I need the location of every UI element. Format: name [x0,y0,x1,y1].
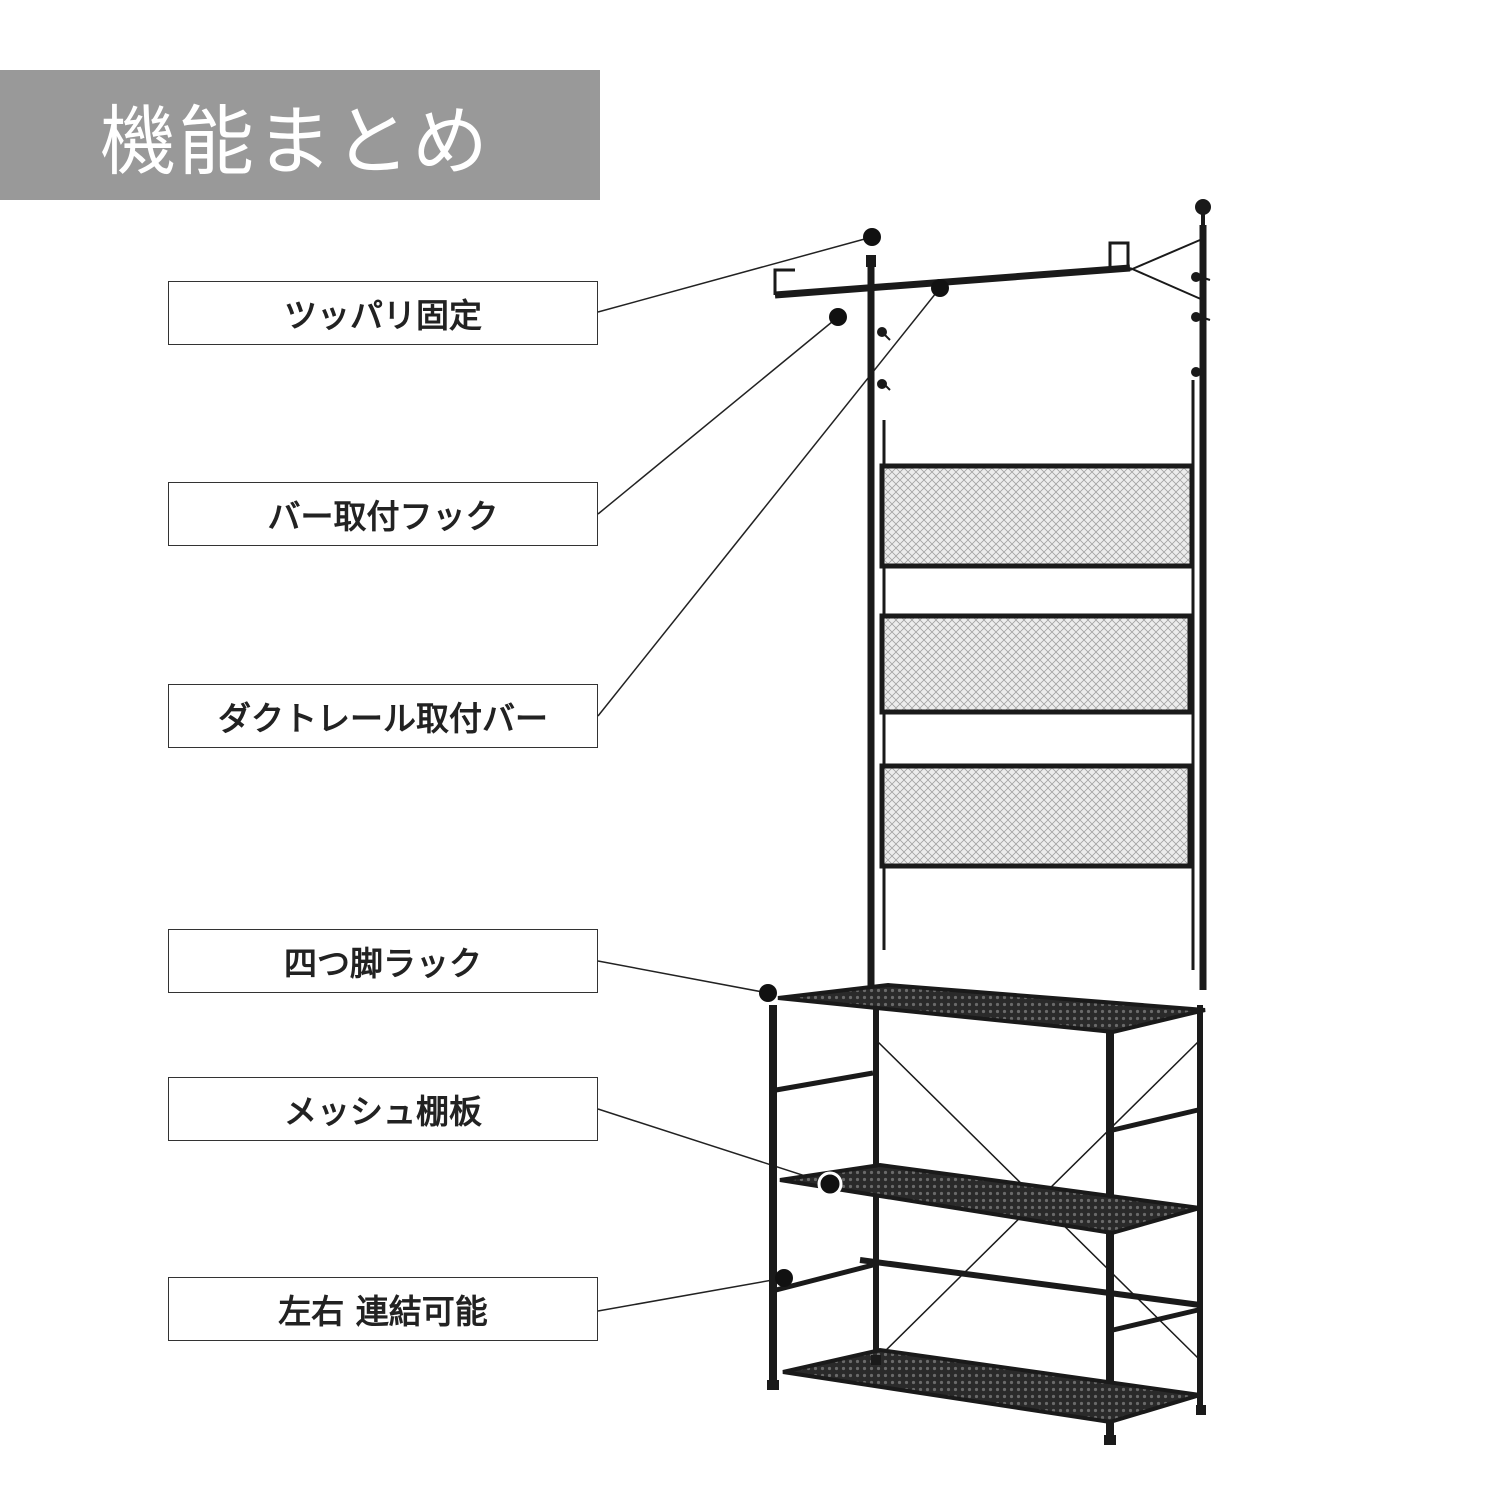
mesh-shelves [777,982,1206,1425]
pole-knobs [866,199,1211,389]
leader-bar-hook [597,316,839,515]
leader-dots [759,228,949,1287]
label-four-leg-rack: 四つ脚ラック [168,929,598,993]
leader-tension-fix [597,236,873,313]
leader-side-connect [597,1277,785,1312]
label-duct-rail-bar: ダクトレール取付バー [168,684,598,748]
label-side-connect: 左右 連結可能 [168,1277,598,1341]
label-tension-fix: ツッパリ固定 [168,281,598,345]
page-title: 機能まとめ [100,97,490,186]
rack-feet [767,1355,1206,1445]
mesh-panels [879,463,1195,869]
leader-four-leg-rack [597,960,769,994]
leader-mesh-shelf [597,1108,831,1185]
leader-duct-rail-bar [597,287,941,717]
leader-lines [597,236,941,1312]
title-banner: 機能まとめ [0,70,600,200]
label-bar-hook: バー取付フック [168,482,598,546]
label-mesh-shelf: メッシュ棚板 [168,1077,598,1141]
